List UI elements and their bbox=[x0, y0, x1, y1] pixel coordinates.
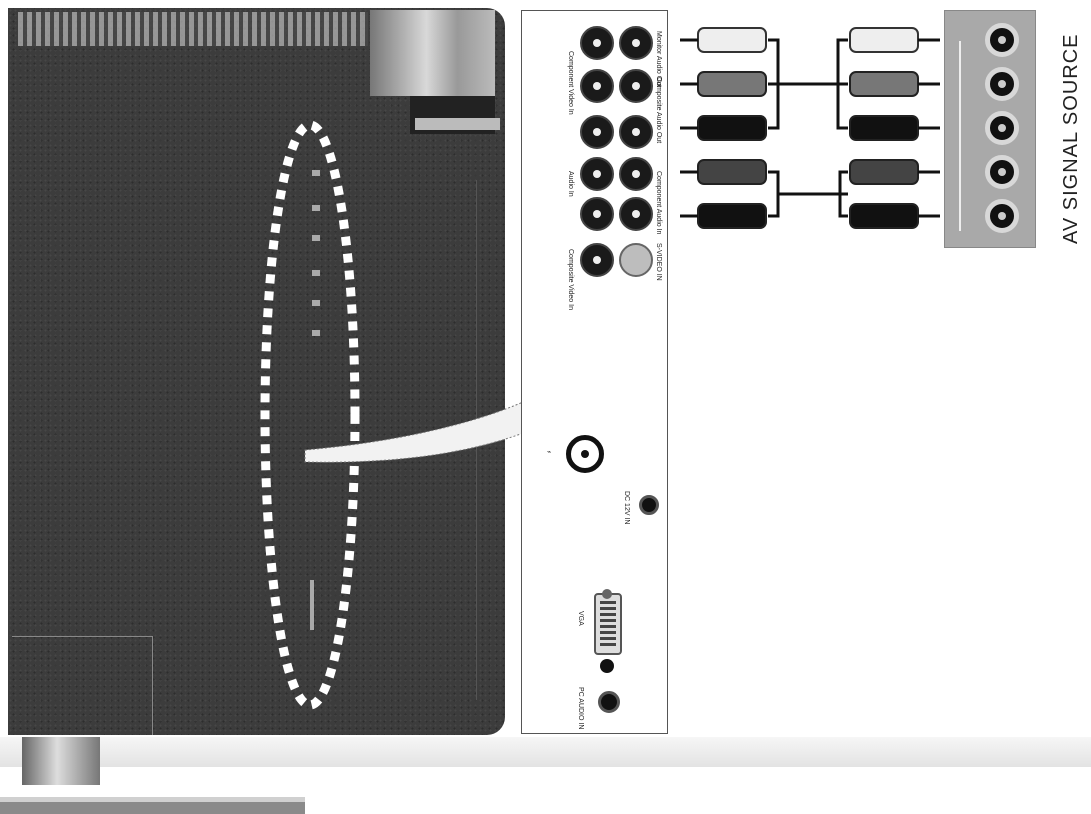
av-source-device bbox=[944, 10, 1036, 248]
jack-audio-in-l[interactable] bbox=[580, 197, 614, 231]
label-component-video-in: Component Video In bbox=[567, 51, 574, 115]
jack-monitor-out-l[interactable] bbox=[619, 26, 653, 60]
source-jack-2[interactable] bbox=[985, 67, 1019, 101]
jack-component-pb[interactable] bbox=[580, 115, 614, 149]
source-jack-3[interactable] bbox=[985, 111, 1019, 145]
label-composite-audio-out: Composite Audio Out bbox=[655, 77, 662, 144]
label-vga: VGA bbox=[577, 611, 584, 626]
jack-component-pr[interactable] bbox=[580, 157, 614, 191]
jack-panel: Monitor Audio Out Composite Audio Out Co… bbox=[521, 10, 668, 734]
label-dc-in: DC 12V IN bbox=[623, 491, 630, 525]
jack-component-audio-r[interactable] bbox=[619, 157, 653, 191]
highlight-ellipse bbox=[260, 120, 360, 710]
label-composite-video-in: Composite Video In bbox=[567, 249, 574, 310]
source-jack-5[interactable] bbox=[985, 199, 1019, 233]
stand-foot-highlight bbox=[0, 797, 305, 802]
jack-component-audio-l[interactable] bbox=[619, 197, 653, 231]
label-audio-in: Audio In bbox=[567, 171, 574, 197]
vga-screw-bottom bbox=[600, 659, 614, 673]
jack-component-y[interactable] bbox=[580, 69, 614, 103]
stand-neck bbox=[370, 10, 495, 96]
source-guide-line bbox=[959, 41, 961, 231]
jack-svideo-in[interactable] bbox=[619, 243, 653, 277]
vga-screw-top bbox=[602, 589, 612, 599]
tv-compartment bbox=[12, 636, 153, 735]
jack-pc-audio-in[interactable] bbox=[598, 691, 620, 713]
port-vga[interactable] bbox=[594, 593, 622, 655]
stand-bracket-edge bbox=[415, 118, 500, 130]
label-svideo-in: S-VIDEO IN bbox=[655, 243, 662, 281]
jack-composite-video-in[interactable] bbox=[580, 243, 614, 277]
antenna-icon: ⌁ bbox=[547, 449, 552, 456]
source-label: AV SIGNAL SOURCE bbox=[1060, 33, 1082, 245]
tv-vent bbox=[18, 12, 368, 46]
jack-composite-audio-out-l[interactable] bbox=[619, 115, 653, 149]
label-component-audio-in: Component Audio In bbox=[655, 171, 662, 235]
source-jack-1[interactable] bbox=[985, 23, 1019, 57]
jack-antenna[interactable] bbox=[566, 435, 604, 473]
stand-stem bbox=[22, 737, 100, 785]
av-cables bbox=[680, 27, 940, 229]
stand-base-band bbox=[0, 737, 1091, 767]
tv-port-marks bbox=[310, 170, 320, 630]
label-pc-audio-in: PC AUDIO IN bbox=[577, 687, 584, 730]
jack-composite-audio-out-r[interactable] bbox=[619, 69, 653, 103]
jack-composite-video-out[interactable] bbox=[580, 26, 614, 60]
source-jack-4[interactable] bbox=[985, 155, 1019, 189]
jack-dc-in[interactable] bbox=[639, 495, 659, 515]
